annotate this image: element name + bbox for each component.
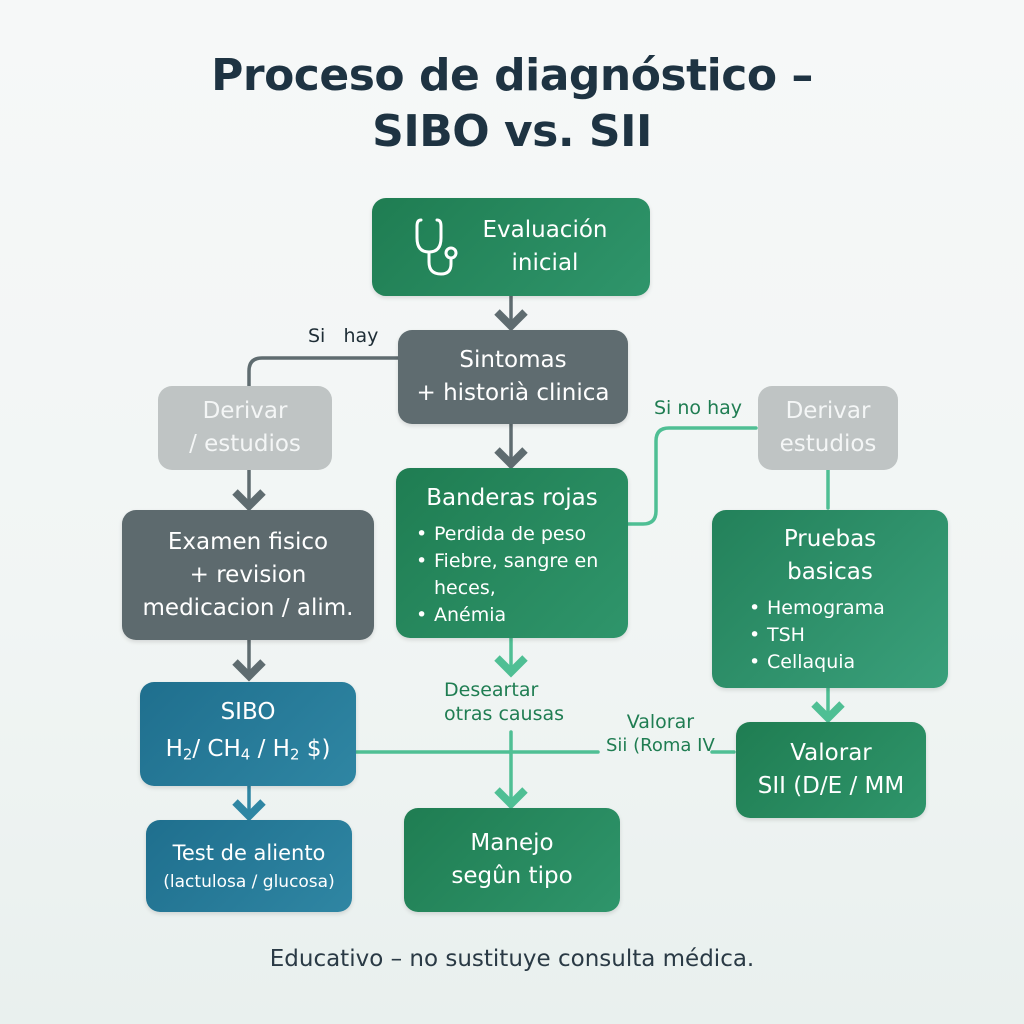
pruebas-item: TSH bbox=[745, 622, 915, 649]
node-derivar-right: Derivar estudios bbox=[758, 386, 898, 470]
valorar-sii-line-1: Valorar bbox=[790, 740, 872, 766]
pruebas-item: Hemograma bbox=[745, 595, 915, 622]
label-si-hay: Si hay bbox=[308, 325, 379, 347]
pruebas-list: Hemograma TSH Cellaquia bbox=[745, 595, 915, 676]
banderas-list: Perdida de peso Fiebre, sangre en heces,… bbox=[412, 521, 612, 629]
label-descartar: Deseartar otras causas bbox=[444, 679, 565, 725]
title-line-2: SIBO vs. SII bbox=[372, 106, 652, 157]
banderas-item: Anémia bbox=[412, 602, 612, 629]
sibo-line-1: SIBO bbox=[220, 699, 276, 726]
evaluacion-line-1: Evaluación bbox=[482, 217, 608, 243]
sintomas-line-1: Sintomas bbox=[459, 347, 567, 373]
derivar-left-line-2: / estudios bbox=[189, 431, 301, 457]
examen-line-1: Examen fisico bbox=[167, 528, 329, 555]
node-sintomas: Sintomas + historià clinica bbox=[398, 330, 628, 424]
test-line-2: (lactulosa / glucosa) bbox=[163, 871, 335, 892]
banderas-item: Fiebre, sangre en heces, bbox=[412, 548, 612, 602]
derivar-right-line-2: estudios bbox=[779, 431, 877, 457]
sintomas-line-2: + historià clinica bbox=[416, 380, 610, 406]
pruebas-item: Cellaquia bbox=[745, 649, 915, 676]
banderas-item: Perdida de peso bbox=[412, 521, 612, 548]
line-sintomas-derivar-left bbox=[247, 356, 400, 388]
examen-line-2: + revision bbox=[189, 561, 307, 588]
footer-disclaimer: Educativo – no sustituye consulta médica… bbox=[269, 946, 755, 972]
pruebas-title-line-1: Pruebas bbox=[783, 525, 877, 552]
node-manejo: Manejo segûn tipo bbox=[404, 808, 620, 912]
manejo-line-1: Manejo bbox=[470, 830, 554, 856]
label-valorar-roma: Valorar Sii (Roma IV bbox=[606, 711, 715, 756]
derivar-left-line-1: Derivar bbox=[202, 398, 288, 424]
stethoscope-icon bbox=[415, 216, 461, 278]
evaluacion-line-2: inicial bbox=[511, 250, 579, 276]
valorar-sii-line-2: SII (D/E / MM bbox=[757, 773, 905, 799]
pruebas-title-line-2: basicas bbox=[787, 558, 873, 585]
node-pruebas-basicas: Pruebas basicas Hemograma TSH Cellaquia bbox=[712, 510, 948, 688]
page-title: Proceso de diagnóstico – SIBO vs. SII bbox=[0, 48, 1024, 160]
node-examen-fisico: Examen fisico + revision medicacion / al… bbox=[122, 510, 374, 640]
test-line-1: Test de aliento bbox=[172, 840, 326, 865]
sibo-formula: H2/ CH4 / H2 $) bbox=[165, 736, 331, 764]
examen-line-3: medicacion / alim. bbox=[142, 594, 354, 621]
node-sibo: SIBO H2/ CH4 / H2 $) bbox=[140, 682, 356, 786]
node-valorar-sii: Valorar SII (D/E / MM bbox=[736, 722, 926, 818]
label-si-no-hay: Si no hay bbox=[654, 397, 743, 419]
banderas-title: Banderas rojas bbox=[426, 485, 598, 511]
manejo-line-2: segûn tipo bbox=[451, 863, 573, 889]
node-test-aliento: Test de aliento (lactulosa / glucosa) bbox=[146, 820, 352, 912]
title-line-1: Proceso de diagnóstico – bbox=[211, 50, 813, 101]
node-derivar-left: Derivar / estudios bbox=[158, 386, 332, 470]
derivar-right-line-1: Derivar bbox=[785, 398, 871, 424]
line-banderas-derivar-right bbox=[626, 426, 758, 526]
node-evaluacion-inicial: Evaluación inicial bbox=[372, 198, 650, 296]
node-banderas-rojas: Banderas rojas Perdida de peso Fiebre, s… bbox=[396, 468, 628, 638]
